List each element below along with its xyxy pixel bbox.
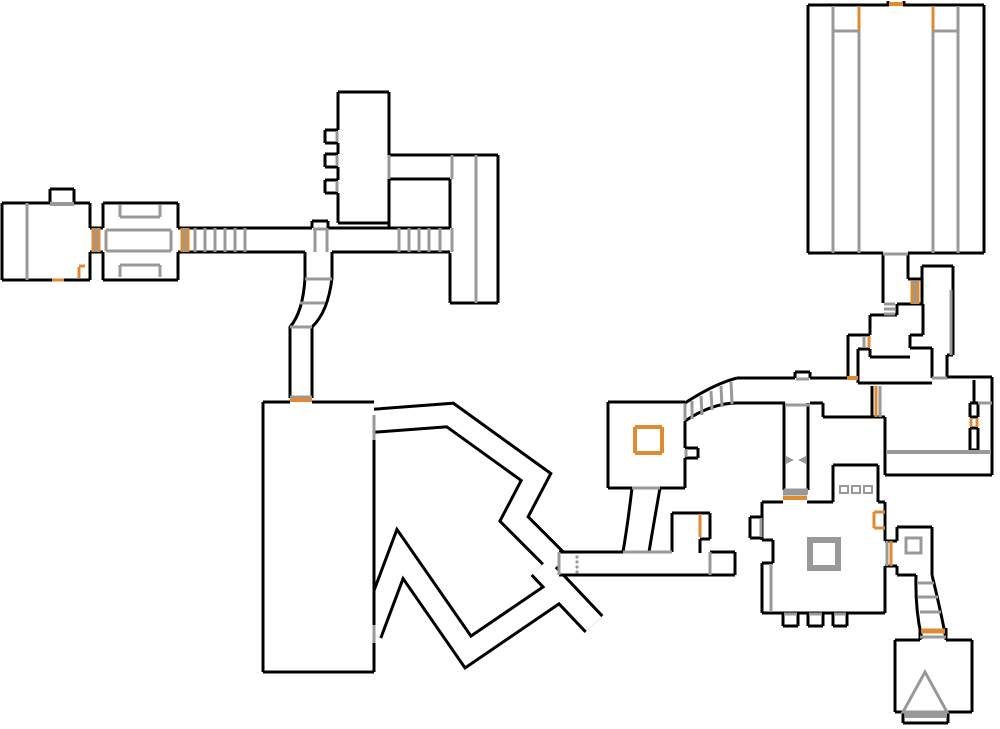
zigzag-corridor-core-layer bbox=[360, 404, 602, 666]
door-line-layer bbox=[52, 2, 979, 634]
room-floor-layer bbox=[263, 402, 735, 672]
pedestal-marker bbox=[904, 536, 923, 555]
zigzag-corridor-casing-layer bbox=[357, 401, 604, 671]
player-start-arrow bbox=[900, 668, 950, 714]
pedestal-marker bbox=[851, 485, 861, 494]
hidden-line-dot bbox=[575, 565, 579, 569]
wall-arrow-marker bbox=[798, 456, 806, 464]
pedestal-marker bbox=[839, 485, 849, 494]
hidden-line-dot bbox=[575, 555, 579, 559]
wall-arrow-marker bbox=[786, 456, 794, 464]
hidden-line-dot bbox=[575, 560, 579, 564]
hidden-line-dot bbox=[575, 570, 579, 574]
pedestal-marker bbox=[807, 537, 841, 571]
marker-layer bbox=[575, 456, 950, 714]
floor-change-layer bbox=[25, 6, 992, 718]
pedestal-marker bbox=[863, 485, 873, 494]
